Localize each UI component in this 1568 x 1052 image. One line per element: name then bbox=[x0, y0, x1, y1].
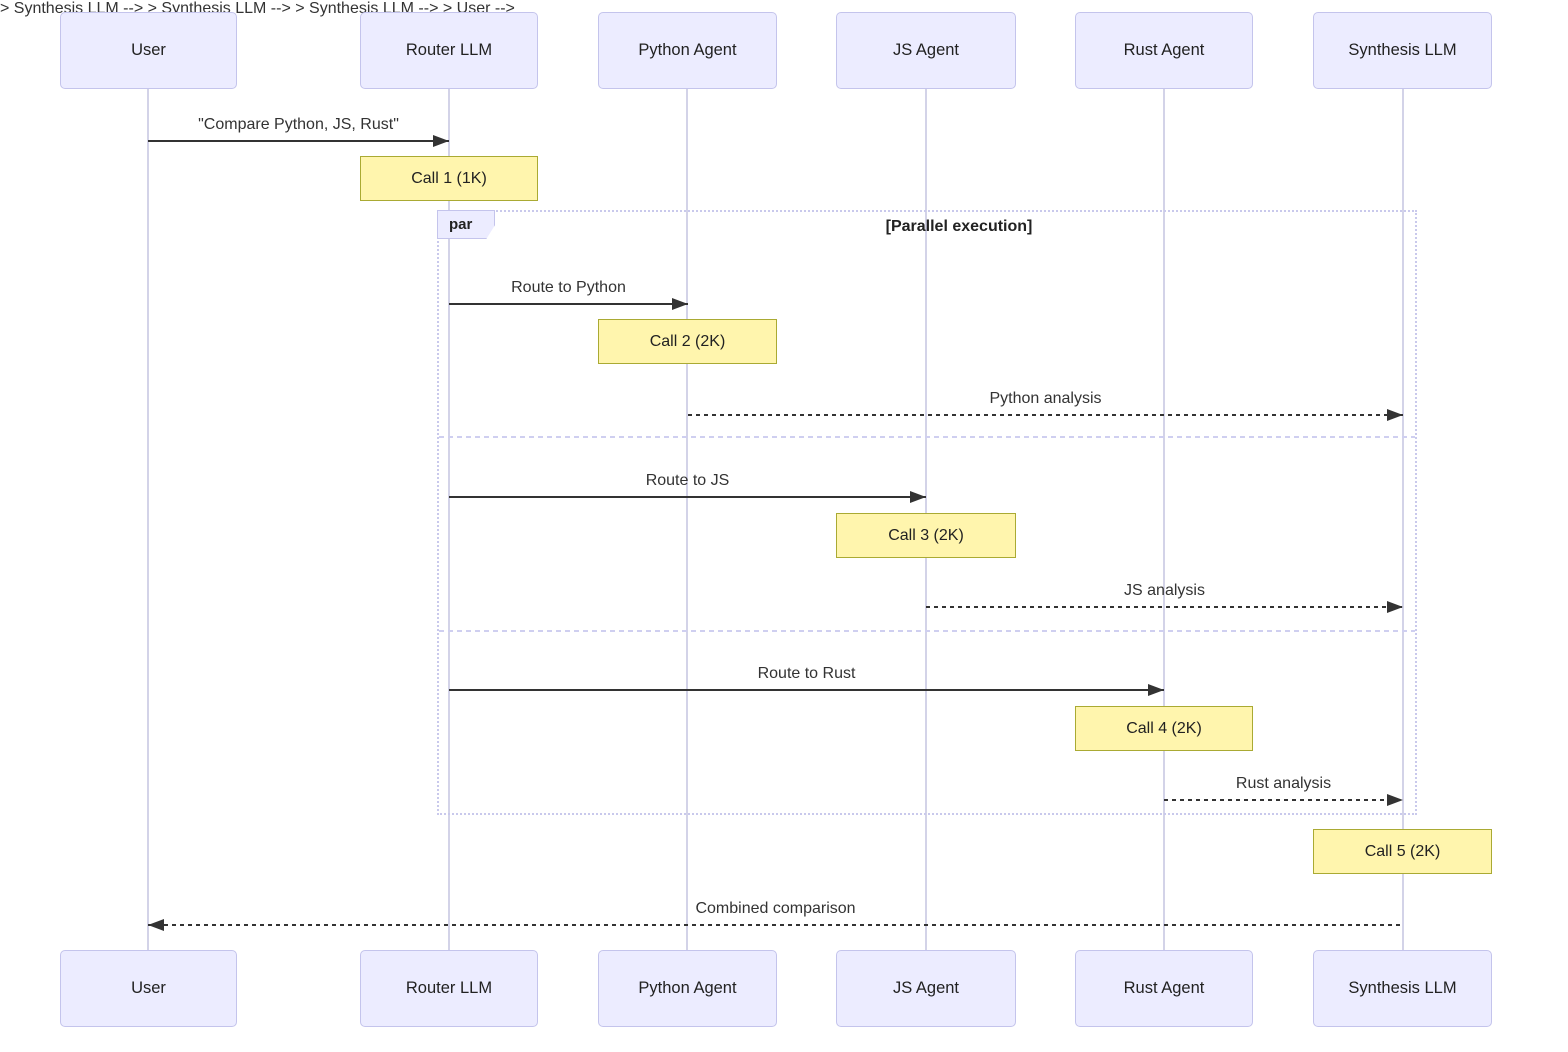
par-divider bbox=[439, 436, 1415, 438]
note-label: Call 2 (2K) bbox=[649, 332, 726, 350]
note-call-3: Call 3 (2K) bbox=[836, 513, 1016, 558]
actor-rust-agent-bottom: Rust Agent bbox=[1075, 950, 1253, 1027]
par-label: par bbox=[437, 210, 495, 239]
message-line bbox=[148, 924, 1403, 926]
arrowhead-right-icon bbox=[1387, 794, 1403, 806]
note-call-2: Call 2 (2K) bbox=[598, 319, 777, 364]
message-label: Route to Python bbox=[511, 279, 626, 296]
message-line bbox=[688, 414, 1403, 416]
actor-router-llm-bottom: Router LLM bbox=[360, 950, 538, 1027]
actor-router-llm-top: Router LLM bbox=[360, 12, 538, 89]
actor-label: JS Agent bbox=[892, 979, 960, 997]
par-condition: [Parallel execution] bbox=[885, 218, 1033, 235]
par-divider bbox=[439, 630, 1415, 632]
note-call-5: Call 5 (2K) bbox=[1313, 829, 1492, 874]
actor-label: User bbox=[131, 979, 166, 997]
actor-label: Synthesis LLM bbox=[1348, 979, 1457, 997]
actor-label: Python Agent bbox=[638, 41, 737, 59]
par-frame: par [Parallel execution] bbox=[437, 210, 1417, 815]
arrowhead-left-icon bbox=[148, 919, 164, 931]
actor-rust-agent-top: Rust Agent bbox=[1075, 12, 1253, 89]
arrowhead-right-icon bbox=[1148, 684, 1164, 696]
actor-label: Synthesis LLM bbox=[1348, 41, 1457, 59]
actor-user-top: User bbox=[60, 12, 237, 89]
lifeline-rust-agent bbox=[1163, 89, 1165, 950]
actor-label: Rust Agent bbox=[1123, 41, 1205, 59]
arrowhead-right-icon bbox=[433, 135, 449, 147]
lifeline-router-llm bbox=[448, 89, 450, 950]
note-call-4: Call 4 (2K) bbox=[1075, 706, 1253, 751]
actor-label: Router LLM bbox=[405, 41, 493, 59]
message-label: "Compare Python, JS, Rust" bbox=[198, 116, 399, 133]
actor-label: JS Agent bbox=[892, 41, 960, 59]
actor-user-bottom: User bbox=[60, 950, 237, 1027]
message-label: Route to JS bbox=[645, 472, 730, 489]
message-label: Python analysis bbox=[989, 390, 1102, 407]
note-label: Call 3 (2K) bbox=[888, 526, 964, 544]
actor-label: Python Agent bbox=[638, 979, 737, 997]
arrowhead-right-icon bbox=[910, 491, 926, 503]
lifeline-synthesis-llm bbox=[1402, 89, 1404, 950]
note-label: Call 4 (2K) bbox=[1126, 719, 1202, 737]
message-label: Route to Rust bbox=[757, 665, 856, 682]
lifeline-user bbox=[147, 89, 149, 950]
actor-label: User bbox=[131, 41, 166, 59]
note-label: Call 1 (1K) bbox=[411, 169, 487, 187]
arrowhead-right-icon bbox=[1387, 601, 1403, 613]
message-line bbox=[449, 496, 926, 498]
note-call-1: Call 1 (1K) bbox=[360, 156, 538, 201]
message-label: Combined comparison bbox=[695, 900, 856, 917]
message-line bbox=[449, 303, 688, 305]
message-line bbox=[449, 689, 1164, 691]
actor-label: Rust Agent bbox=[1123, 979, 1205, 997]
actor-python-agent-bottom: Python Agent bbox=[598, 950, 777, 1027]
actor-js-agent-top: JS Agent bbox=[836, 12, 1016, 89]
arrowhead-right-icon bbox=[1387, 409, 1403, 421]
actor-label: Router LLM bbox=[405, 979, 493, 997]
arrowhead-right-icon bbox=[672, 298, 688, 310]
lifeline-python-agent bbox=[686, 89, 688, 950]
message-label: JS analysis bbox=[1124, 582, 1205, 599]
actor-synthesis-llm-bottom: Synthesis LLM bbox=[1313, 950, 1492, 1027]
message-line bbox=[148, 140, 449, 142]
message-line bbox=[926, 606, 1403, 608]
note-label: Call 5 (2K) bbox=[1364, 842, 1441, 860]
message-line bbox=[1164, 799, 1403, 801]
actor-synthesis-llm-top: Synthesis LLM bbox=[1313, 12, 1492, 89]
actor-js-agent-bottom: JS Agent bbox=[836, 950, 1016, 1027]
message-label: Rust analysis bbox=[1235, 775, 1332, 792]
actor-python-agent-top: Python Agent bbox=[598, 12, 777, 89]
